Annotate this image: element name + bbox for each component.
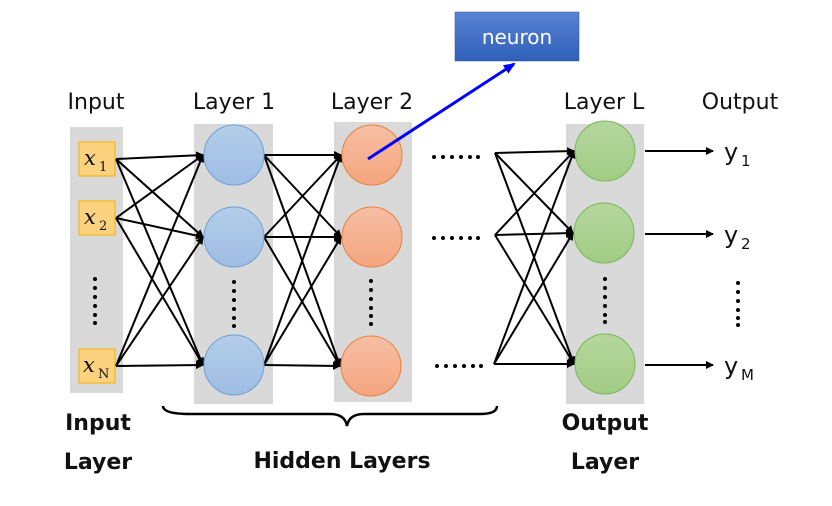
edge-hidden-layerL-3-1	[493, 150, 576, 365]
edge-layer1-layer2-3-2	[263, 236, 342, 366]
edge-input-layer1-1-1	[115, 151, 204, 160]
header-output: Output	[702, 90, 779, 115]
header-layer1: Layer 1	[193, 90, 275, 115]
vertical-ellipsis-output	[736, 281, 740, 327]
neuron-callout-arrow	[367, 62, 516, 161]
input-node-2: x 2	[78, 200, 116, 236]
header-layerL: Layer L	[564, 90, 645, 115]
layerL-neuron-2	[573, 202, 635, 264]
header-input: Input	[68, 90, 125, 115]
edges-hidden-to-layerL	[493, 147, 576, 368]
header-layer2: Layer 2	[331, 90, 413, 115]
horizontal-ellipsis-row3	[435, 364, 483, 368]
edge-input-layer1-2-3	[115, 217, 204, 366]
input-sub: 1	[99, 160, 107, 175]
neuron-callout-box	[454, 11, 580, 62]
edge-input-layer1-1-2	[115, 158, 204, 238]
layer1-neuron-2	[203, 206, 265, 268]
edge-hidden-layerL-1-1	[494, 147, 575, 156]
edge-layer1-layer2-3-3	[263, 361, 341, 370]
edge-hidden-layerL-2-2	[494, 229, 574, 238]
vertical-ellipsis-input	[93, 277, 97, 325]
layerL-neuron-n	[574, 333, 636, 395]
edge-input-layer1-3-2	[115, 236, 204, 367]
input-layer-label-line2: Layer	[64, 450, 132, 475]
vertical-ellipsis-layerL	[603, 277, 607, 324]
edge-input-layer1-3-3	[115, 361, 204, 370]
layer2-neuron-2	[341, 206, 403, 268]
input-node-n: x N	[78, 348, 116, 384]
output-layer-label-line1: Output	[562, 411, 649, 436]
output-var: y	[724, 221, 738, 249]
hidden-layers-label: Hidden Layers	[253, 449, 430, 474]
input-var: x	[84, 146, 96, 170]
output-var: y	[724, 138, 738, 166]
input-var: x	[83, 353, 95, 377]
edge-layer1-layer2-3-1	[263, 154, 343, 366]
input-node-1: x 1	[78, 141, 116, 177]
edges-layer1-to-layer2	[263, 151, 343, 370]
output-label-1: y 1	[724, 138, 751, 170]
edge-hidden-layerL-3-2	[493, 232, 574, 365]
input-sub: N	[98, 367, 109, 382]
output-label-2: y 2	[724, 221, 751, 253]
hidden-layers-brace	[161, 405, 499, 427]
layer2-neuron-n	[340, 335, 402, 397]
edge-input-layer1-2-2	[115, 217, 204, 240]
output-sub: M	[741, 366, 754, 384]
output-layer-label-line2: Layer	[571, 450, 639, 475]
edge-hidden-layerL-2-1	[494, 150, 575, 236]
vertical-ellipsis-layer1	[232, 280, 236, 328]
input-var: x	[84, 205, 96, 229]
output-var: y	[724, 352, 738, 380]
edges-input-to-layer1	[115, 151, 205, 370]
neuron-callout: neuron	[454, 11, 580, 62]
layerL-neuron-1	[574, 120, 636, 182]
horizontal-ellipsis-row1	[432, 155, 480, 159]
edge-hidden-layerL-2-3	[494, 234, 575, 365]
edge-input-layer1-3-1	[115, 154, 205, 367]
edge-layer1-layer2-2-1	[263, 154, 342, 238]
output-sub: 1	[741, 152, 751, 170]
layer1-neuron-1	[203, 124, 265, 186]
layer1-neuron-n	[203, 334, 265, 396]
horizontal-ellipsis-row2	[432, 236, 480, 240]
vertical-ellipsis-layer2	[369, 279, 373, 326]
output-label-m: y M	[724, 352, 754, 384]
neuron-callout-label: neuron	[482, 25, 552, 49]
input-sub: 2	[99, 219, 107, 234]
edge-input-layer1-2-1	[115, 154, 204, 219]
output-sub: 2	[741, 235, 751, 253]
input-layer-label-line1: Input	[65, 411, 131, 436]
